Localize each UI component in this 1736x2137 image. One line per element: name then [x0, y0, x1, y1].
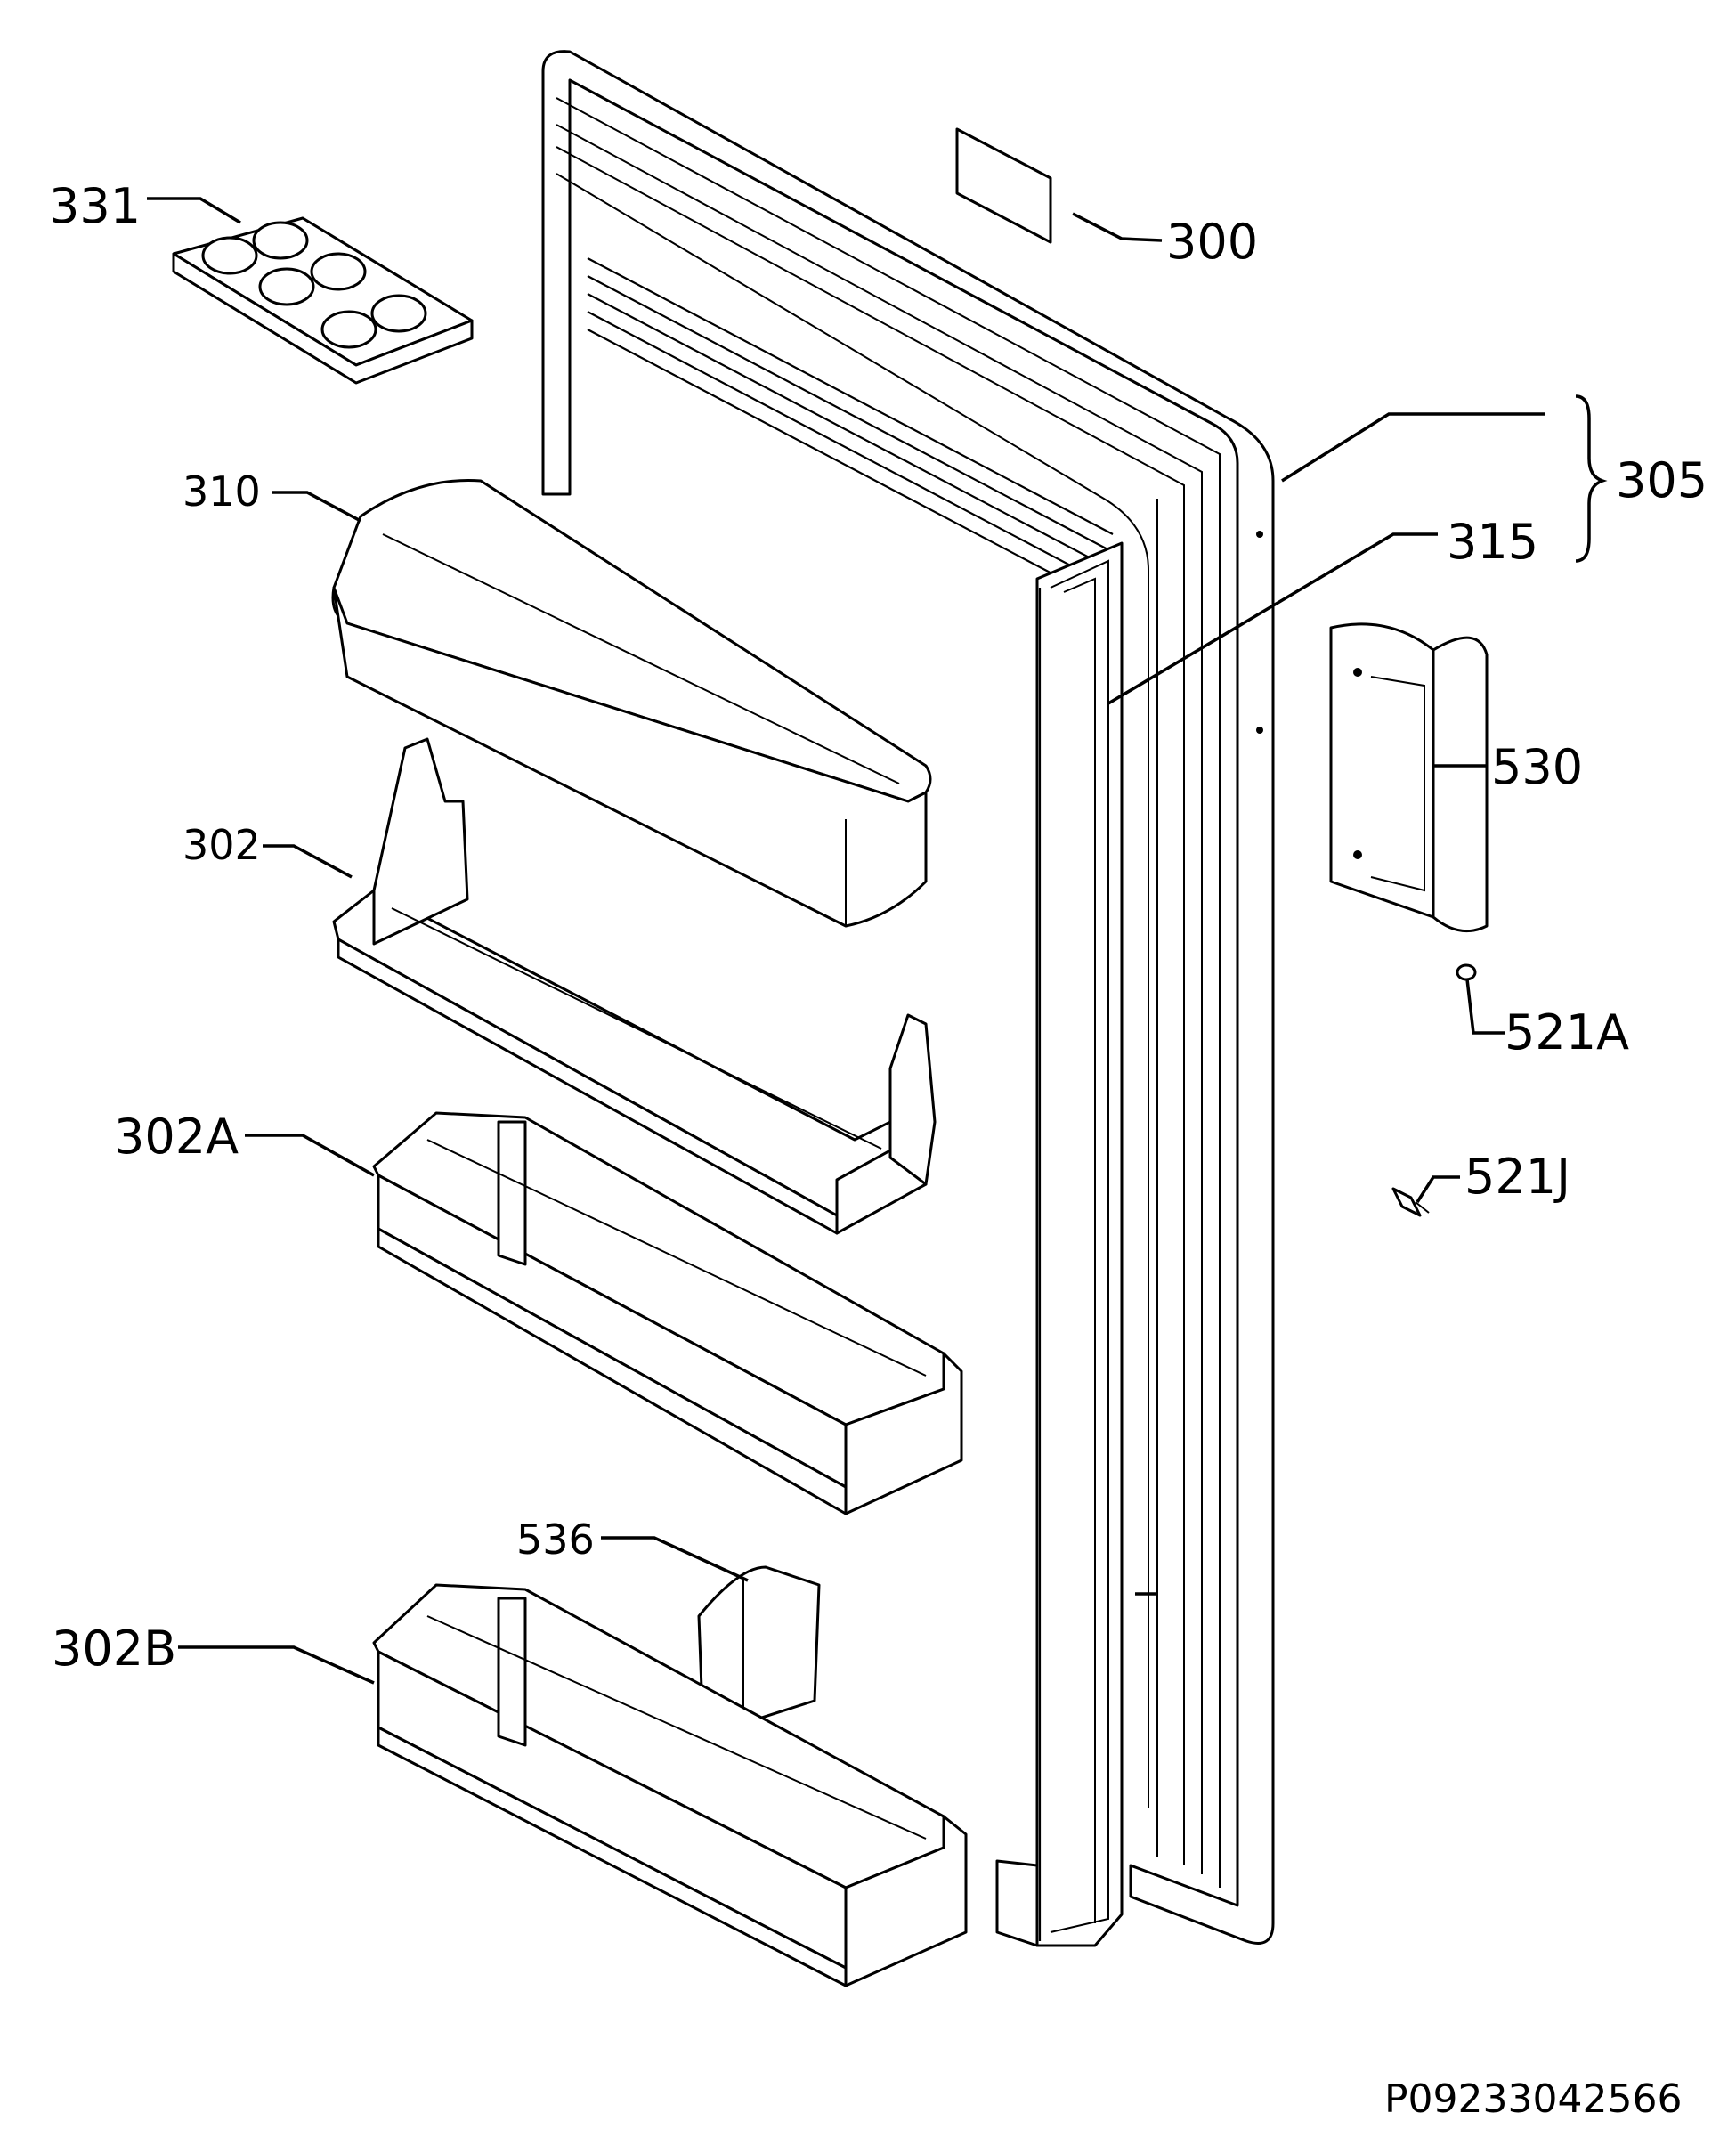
- bottle-retainer-part-536: [697, 1565, 821, 1738]
- label-305: 305: [1616, 452, 1708, 508]
- label-331: 331: [49, 178, 141, 234]
- door-vent: [587, 257, 1114, 606]
- part-labels: 331 300 305 310 315 302 530 521A 302A 52…: [49, 178, 1708, 2122]
- door-handle-part-530: [1329, 622, 1489, 933]
- egg-tray-part-331: [172, 216, 474, 385]
- label-536: 536: [516, 1515, 595, 1564]
- screw-part-521J: [1391, 1187, 1430, 1217]
- label-302B: 302B: [52, 1621, 176, 1677]
- cap-part-521A: [1456, 963, 1477, 981]
- door-shelf-part-302A: [372, 1111, 963, 1515]
- brace-305: [1575, 394, 1608, 563]
- drawing-code: P09233042566: [1384, 2076, 1682, 2122]
- door-shelf-part-302B: [372, 1583, 968, 1987]
- label-302: 302: [183, 821, 261, 869]
- nameplate-part-300: [955, 127, 1052, 244]
- label-530: 530: [1491, 739, 1583, 795]
- leader-lines: [147, 197, 1545, 1685]
- label-302A: 302A: [114, 1109, 239, 1165]
- label-315: 315: [1447, 514, 1538, 570]
- label-300: 300: [1166, 214, 1258, 270]
- door-panel: [541, 50, 1275, 1947]
- label-521J: 521J: [1464, 1149, 1570, 1205]
- dairy-compartment-part-310: [331, 479, 932, 928]
- door-gasket-part-315: [1035, 541, 1124, 1947]
- door-shelf-part-302: [332, 737, 937, 1235]
- label-521A: 521A: [1505, 1004, 1629, 1060]
- label-310: 310: [183, 467, 261, 516]
